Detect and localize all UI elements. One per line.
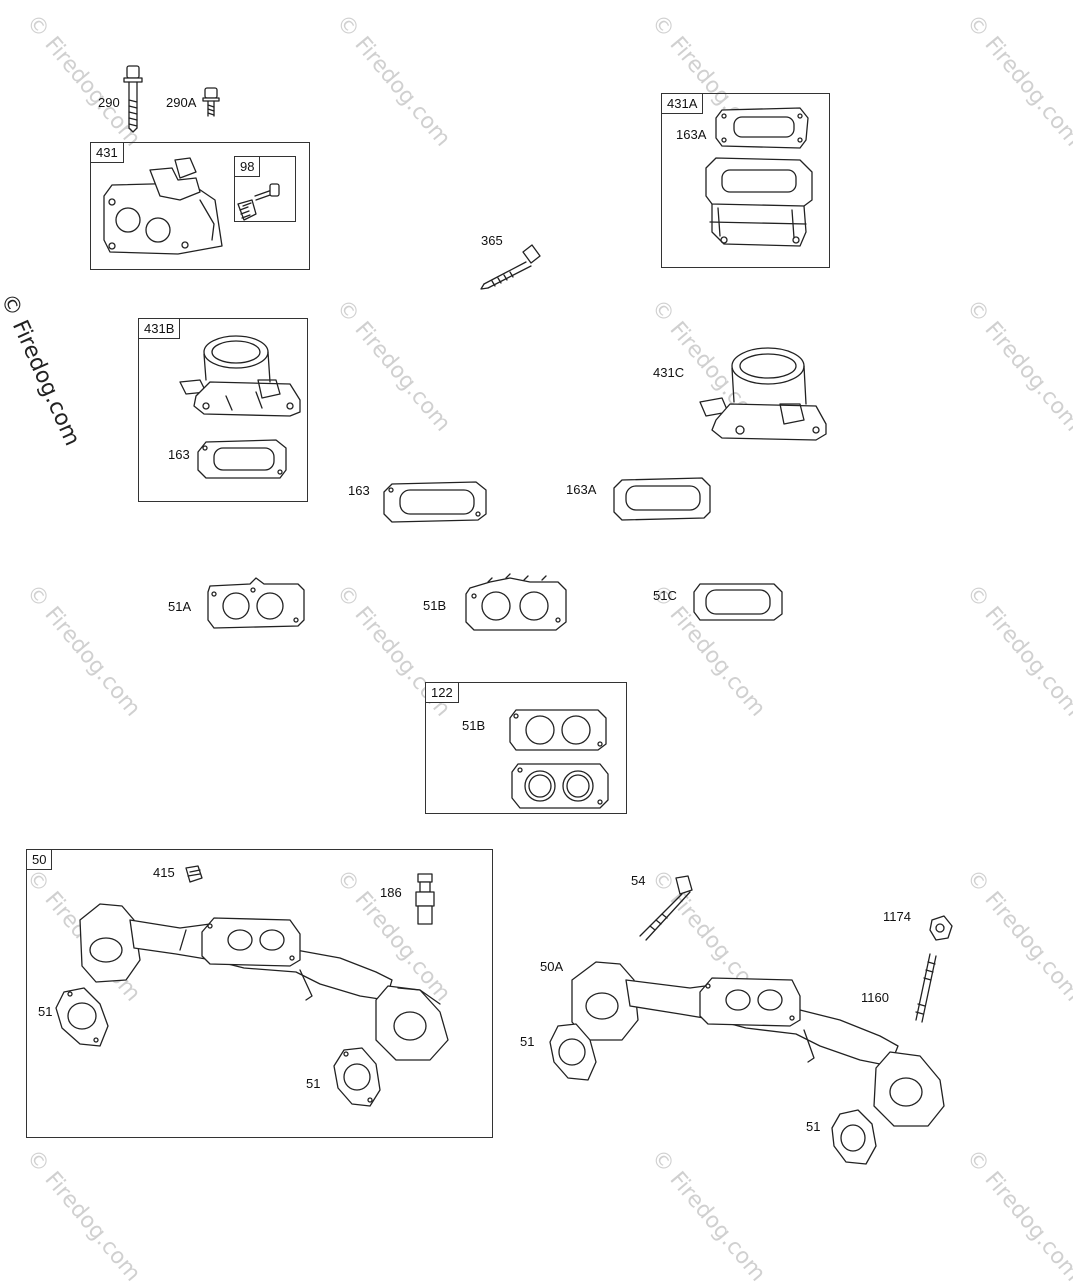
label-51A: 51A <box>168 599 192 614</box>
label-290A: 290A <box>166 95 197 110</box>
box-122-tag: 122 <box>425 682 459 703</box>
label-163-box: 163 <box>168 447 190 462</box>
screw-98-drawing <box>237 183 280 221</box>
box-431A-tag: 431A <box>661 93 704 114</box>
box-50-tag: 50 <box>26 849 53 870</box>
bolt-365-drawing <box>480 244 541 290</box>
label-50A: 50A <box>540 959 564 974</box>
label-51-right2: 51 <box>806 1119 821 1134</box>
adapter-431A-drawing <box>705 107 813 247</box>
box-431-tag: 431 <box>90 142 124 163</box>
label-51B-box: 51B <box>462 718 486 733</box>
label-365: 365 <box>481 233 503 248</box>
box-50: 50 <box>26 849 493 1138</box>
box-431: 431 <box>90 142 310 270</box>
label-163A-top: 163A <box>676 127 707 142</box>
gasket-163A-drawing <box>613 477 711 521</box>
label-1174: 1174 <box>883 909 911 924</box>
throttle-body-431-drawing <box>103 157 223 255</box>
label-54: 54 <box>631 873 646 888</box>
bolt-290-drawing <box>123 65 143 133</box>
box-431B-tag: 431B <box>138 318 181 339</box>
label-163-mid: 163 <box>348 483 370 498</box>
bolt-290A-drawing <box>202 87 220 117</box>
manifold-50A-drawing <box>549 875 953 1165</box>
manifold-50-drawing <box>55 865 449 1107</box>
label-415: 415 <box>153 865 175 880</box>
parts-diagram: © Firedog.com © Firedog.com © Firedog.co… <box>0 10 1073 1286</box>
box-98-tag: 98 <box>234 156 261 177</box>
label-51-left2: 51 <box>306 1076 321 1091</box>
label-51-left1: 51 <box>38 1004 53 1019</box>
label-163A-mid: 163A <box>566 482 597 497</box>
box-98: 98 <box>234 156 296 222</box>
gasket-51B-drawing <box>465 573 567 631</box>
label-431C: 431C <box>653 365 685 380</box>
label-51-right1: 51 <box>520 1034 535 1049</box>
box-431B: 431B <box>138 318 308 502</box>
box-431A: 431A <box>661 93 830 268</box>
gasket-51A-drawing <box>207 577 305 629</box>
gasket-set-122-drawing <box>509 709 609 809</box>
gasket-163-drawing <box>383 481 487 523</box>
throttle-body-431C-drawing <box>699 347 827 441</box>
label-1160: 1160 <box>861 990 889 1005</box>
gasket-51C-drawing <box>693 583 783 621</box>
part-drawings <box>55 65 953 1165</box>
label-51B: 51B <box>423 598 447 613</box>
label-186: 186 <box>380 885 402 900</box>
throttle-body-431B-drawing <box>179 335 301 479</box>
label-51C: 51C <box>653 588 677 603</box>
label-290: 290 <box>98 95 120 110</box>
box-122: 122 <box>425 682 627 814</box>
